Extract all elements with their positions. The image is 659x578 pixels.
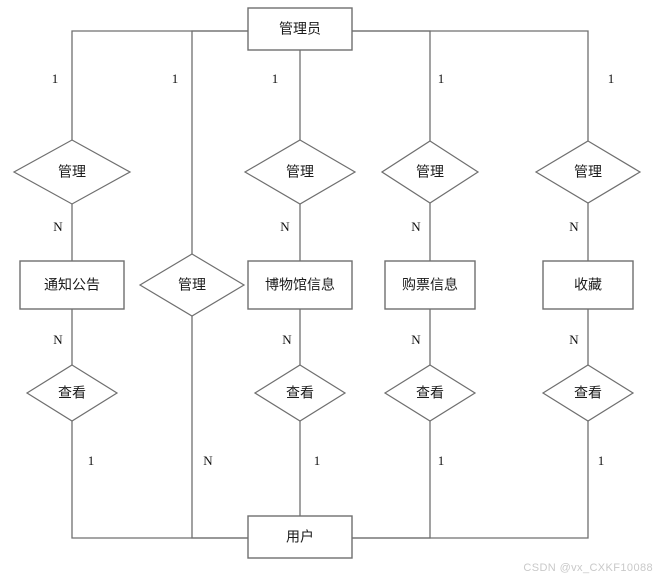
path-admin-left-trunk [71,30,248,140]
diamond-shape [253,364,347,422]
cardinality-c-ticket-manage-n: N [411,219,421,234]
relationship-label: 管理 [574,164,602,180]
cardinality-c-admin-museum: 1 [272,71,279,86]
entity-box [247,260,353,310]
relationship-view-favorite[interactable]: 查看 [541,364,635,422]
path-admin-right-ticket [352,30,431,141]
relationship-view-notice[interactable]: 查看 [25,364,119,422]
cardinality-c-user-manage: N [203,453,213,468]
cardinality-c-notice-manage-n: N [53,219,63,234]
diamond-shape [243,139,357,205]
relationship-view-ticket[interactable]: 查看 [383,364,477,422]
relationship-label: 查看 [416,385,444,401]
relationship-label: 管理 [178,277,206,293]
cardinality-c-museum-manage-n: N [280,219,290,234]
entity-favorite[interactable]: 收藏 [542,260,634,310]
path-usermanage-user [191,316,248,539]
relationship-label: 管理 [58,164,86,180]
csdn-watermark: CSDN @vx_CXKF10088 [523,562,653,574]
entity-label: 收藏 [574,277,602,293]
entity-label: 管理员 [279,21,321,37]
cardinality-c-user-favorite: 1 [598,453,605,468]
relationship-label: 查看 [574,385,602,401]
cardinality-c-admin-user: 1 [172,71,179,86]
entity-notice[interactable]: 通知公告 [19,260,125,310]
path-admin-right-favorite [352,30,589,141]
relationship-view-museum[interactable]: 查看 [253,364,347,422]
relationship-label: 管理 [286,164,314,180]
cardinality-c-admin-notice: 1 [52,71,59,86]
entity-box [542,260,634,310]
cardinality-c-ticket-view-n: N [411,332,421,347]
cardinality-c-notice-view-n: N [53,332,63,347]
relationship-manage-favorite[interactable]: 管理 [534,140,642,204]
diamond-shape [541,364,635,422]
entity-label: 用户 [286,529,314,545]
cardinality-c-favorite-manage-n: N [569,219,579,234]
cardinality-c-user-museum: 1 [314,453,321,468]
relationship-manage-user[interactable]: 管理 [138,253,246,317]
entity-box [384,260,476,310]
entity-admin[interactable]: 管理员 [247,7,353,51]
entity-ticket[interactable]: 购票信息 [384,260,476,310]
path-view-favorite-user [352,421,589,539]
diamond-shape [383,364,477,422]
cardinality-c-favorite-view-n: N [569,332,579,347]
relationship-label: 查看 [58,385,86,401]
entity-museum[interactable]: 博物馆信息 [247,260,353,310]
entity-user[interactable]: 用户 [247,515,353,559]
entity-label: 博物馆信息 [265,277,335,293]
diamond-shape [380,140,480,204]
relationship-manage-ticket[interactable]: 管理 [380,140,480,204]
entity-box [247,7,353,51]
relationship-label: 查看 [286,385,314,401]
cardinality-c-admin-favorite: 1 [608,71,615,86]
entity-label: 通知公告 [44,277,100,293]
diamond-shape [534,140,642,204]
path-admin-to-usermanage [191,30,248,254]
entity-label: 购票信息 [402,277,458,293]
entity-box [19,260,125,310]
path-view-ticket-user [352,421,431,539]
path-view-notice-user [71,421,248,539]
cardinality-c-user-ticket: 1 [438,453,445,468]
cardinality-c-user-notice: 1 [88,453,95,468]
cardinality-c-museum-view-n: N [282,332,292,347]
connector-lines-group [71,30,589,539]
relationship-manage-museum[interactable]: 管理 [243,139,357,205]
relationship-manage-notice[interactable]: 管理 [12,139,132,205]
diamond-shape [138,253,246,317]
diamond-shape [12,139,132,205]
diamond-shape [25,364,119,422]
relationship-label: 管理 [416,164,444,180]
relationship-diamonds-group: 管理管理管理管理管理查看查看查看查看 [12,139,642,422]
entity-box [247,515,353,559]
cardinality-c-admin-ticket: 1 [438,71,445,86]
